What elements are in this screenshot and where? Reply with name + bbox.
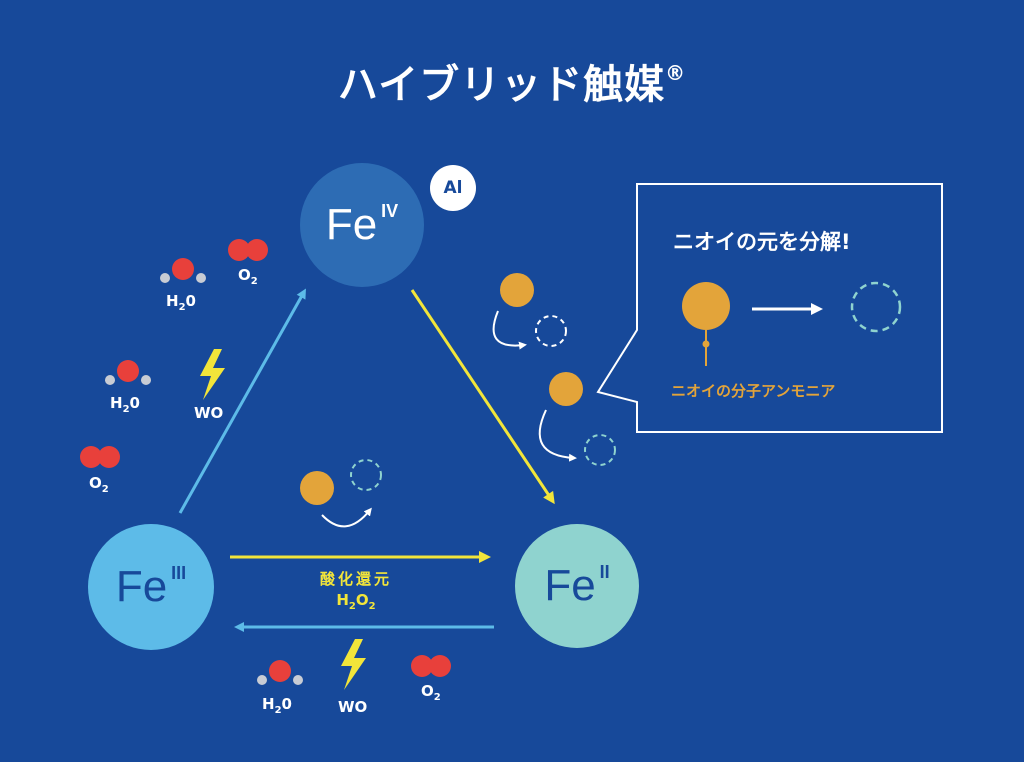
h2o-label-bottom: H20 [262,695,292,716]
ammonia-molecule-icon [682,282,730,330]
arrow-fe4-to-fe2 [410,289,555,505]
o2-molecule-icon-left [80,446,120,468]
o2-label-left: O2 [89,474,109,495]
h2o-molecule-icon-left [105,360,151,385]
fe-iv-oxidation: IV [381,201,399,221]
h2o-molecule-icon-top [160,258,206,283]
fe-iii-symbol: Fe [115,562,168,611]
h2o-label-left: H20 [110,394,140,415]
lightning-icon-left [200,349,225,400]
fe-ii-oxidation: II [599,562,610,582]
diagram-title: ハイブリッド触媒® [0,52,1024,110]
ammonia-pointer-dot [702,340,710,348]
al-badge: Al [430,165,476,211]
fe-iii-oxidation: III [171,563,187,583]
decomposed-molecule-icon [850,281,902,333]
registered-mark: ® [665,61,687,85]
h2o-molecule-icon-bottom [257,660,303,685]
wo-label-left: WO [194,404,224,422]
callout-title: ニオイの元を分解! [673,230,851,254]
arrow-fe3-to-fe4 [178,288,306,514]
fe-ii-symbol: Fe [544,561,596,610]
o2-label-bottom: O2 [421,682,441,703]
h2o2-formula: H2O2 [336,591,376,612]
wo-label-bottom: WO [338,698,368,716]
redox-text: 酸化還元 [319,570,392,588]
h2o-label-top: H20 [166,292,196,313]
ammonia-label: ニオイの分子アンモニア [671,382,836,400]
o2-molecule-icon-bottom [411,655,451,677]
ammonia-decomposition-icon-1 [492,273,567,350]
o2-label-top: O2 [238,266,258,287]
callout-box [596,183,943,433]
center-decomposition-icon [300,459,382,528]
lightning-icon-bottom [341,639,366,690]
redox-label: 酸化還元 H2O2 [306,568,406,612]
title-text: ハイブリッド触媒 [337,62,666,108]
o2-molecule-icon-top [228,239,268,261]
al-badge-label: Al [443,178,463,198]
ammonia-decomposition-icon-2 [538,372,616,466]
fe-iv-symbol: Fe [325,200,378,249]
